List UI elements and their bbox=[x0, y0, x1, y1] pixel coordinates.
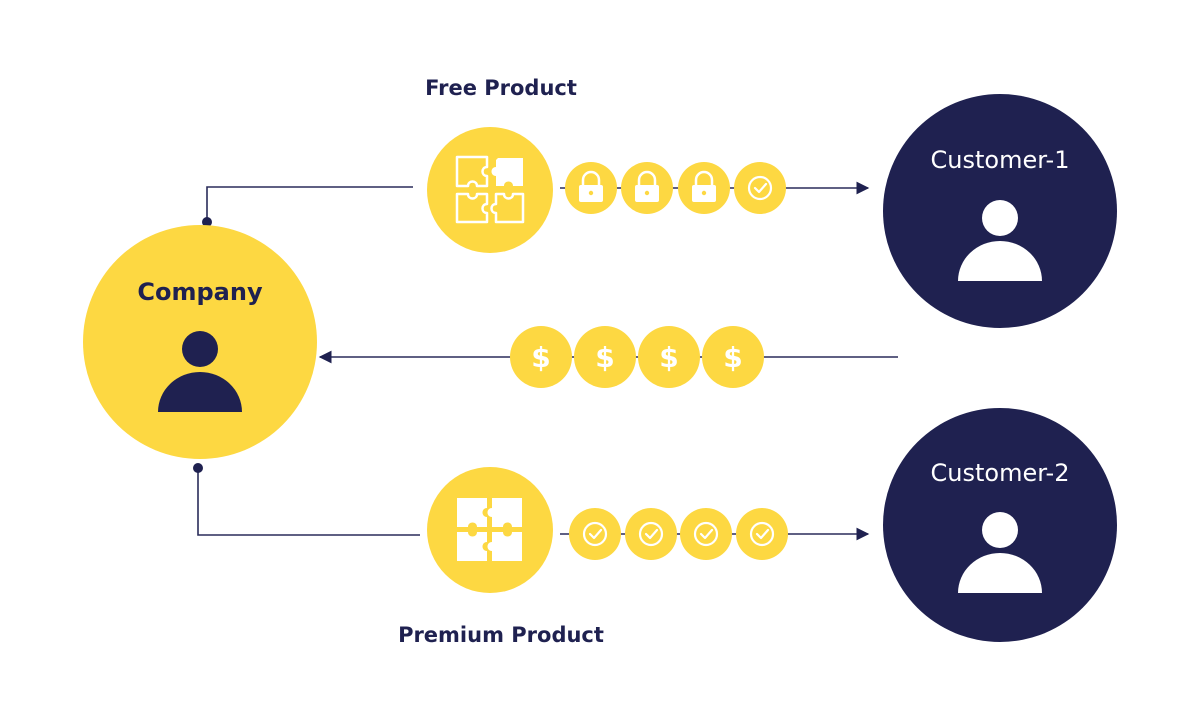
check-circle-icon bbox=[582, 521, 608, 547]
dollar-sign: $ bbox=[595, 341, 614, 374]
dollar-coin-3: $ bbox=[638, 326, 700, 388]
check-token-p2 bbox=[625, 508, 677, 560]
connector-dot-top bbox=[202, 217, 212, 227]
lock-token-1 bbox=[565, 162, 617, 214]
customer-2-node: Customer-2 bbox=[883, 408, 1117, 642]
lock-icon bbox=[579, 170, 603, 202]
person-icon bbox=[958, 200, 1042, 281]
person-icon bbox=[158, 331, 242, 412]
company-label: Company bbox=[137, 278, 263, 306]
company-node: Company bbox=[83, 225, 317, 459]
lock-token-3 bbox=[678, 162, 730, 214]
lock-token-2 bbox=[621, 162, 673, 214]
premium-product-label: Premium Product bbox=[398, 623, 604, 647]
dollar-sign: $ bbox=[659, 341, 678, 374]
check-circle-icon bbox=[638, 521, 664, 547]
connector-company-premium bbox=[193, 463, 420, 536]
free-product-label: Free Product bbox=[425, 76, 577, 100]
check-token-p4 bbox=[736, 508, 788, 560]
customer-1-node: Customer-1 bbox=[883, 94, 1117, 328]
check-circle-icon bbox=[693, 521, 719, 547]
check-token-1 bbox=[734, 162, 786, 214]
dollar-coin-1: $ bbox=[510, 326, 572, 388]
check-circle-icon bbox=[747, 175, 773, 201]
dollar-coin-2: $ bbox=[574, 326, 636, 388]
check-circle-icon bbox=[749, 521, 775, 547]
free-product-node bbox=[427, 127, 553, 253]
check-token-p1 bbox=[569, 508, 621, 560]
dollar-coin-4: $ bbox=[702, 326, 764, 388]
puzzle-incomplete-icon bbox=[455, 155, 525, 224]
dollar-sign: $ bbox=[531, 341, 550, 374]
payment-coins: $ $ $ $ bbox=[510, 326, 764, 388]
premium-product-node bbox=[427, 467, 553, 593]
dollar-sign: $ bbox=[723, 341, 742, 374]
customer-2-label: Customer-2 bbox=[931, 459, 1070, 487]
person-icon bbox=[958, 512, 1042, 593]
free-tokens bbox=[565, 162, 786, 214]
lock-icon bbox=[692, 170, 716, 202]
connector-dot-bottom bbox=[193, 463, 203, 473]
check-token-p3 bbox=[680, 508, 732, 560]
customer-1-label: Customer-1 bbox=[931, 146, 1070, 174]
puzzle-complete-icon bbox=[457, 498, 522, 561]
lock-icon bbox=[635, 170, 659, 202]
connector-company-free bbox=[202, 186, 413, 227]
premium-tokens bbox=[569, 508, 788, 560]
